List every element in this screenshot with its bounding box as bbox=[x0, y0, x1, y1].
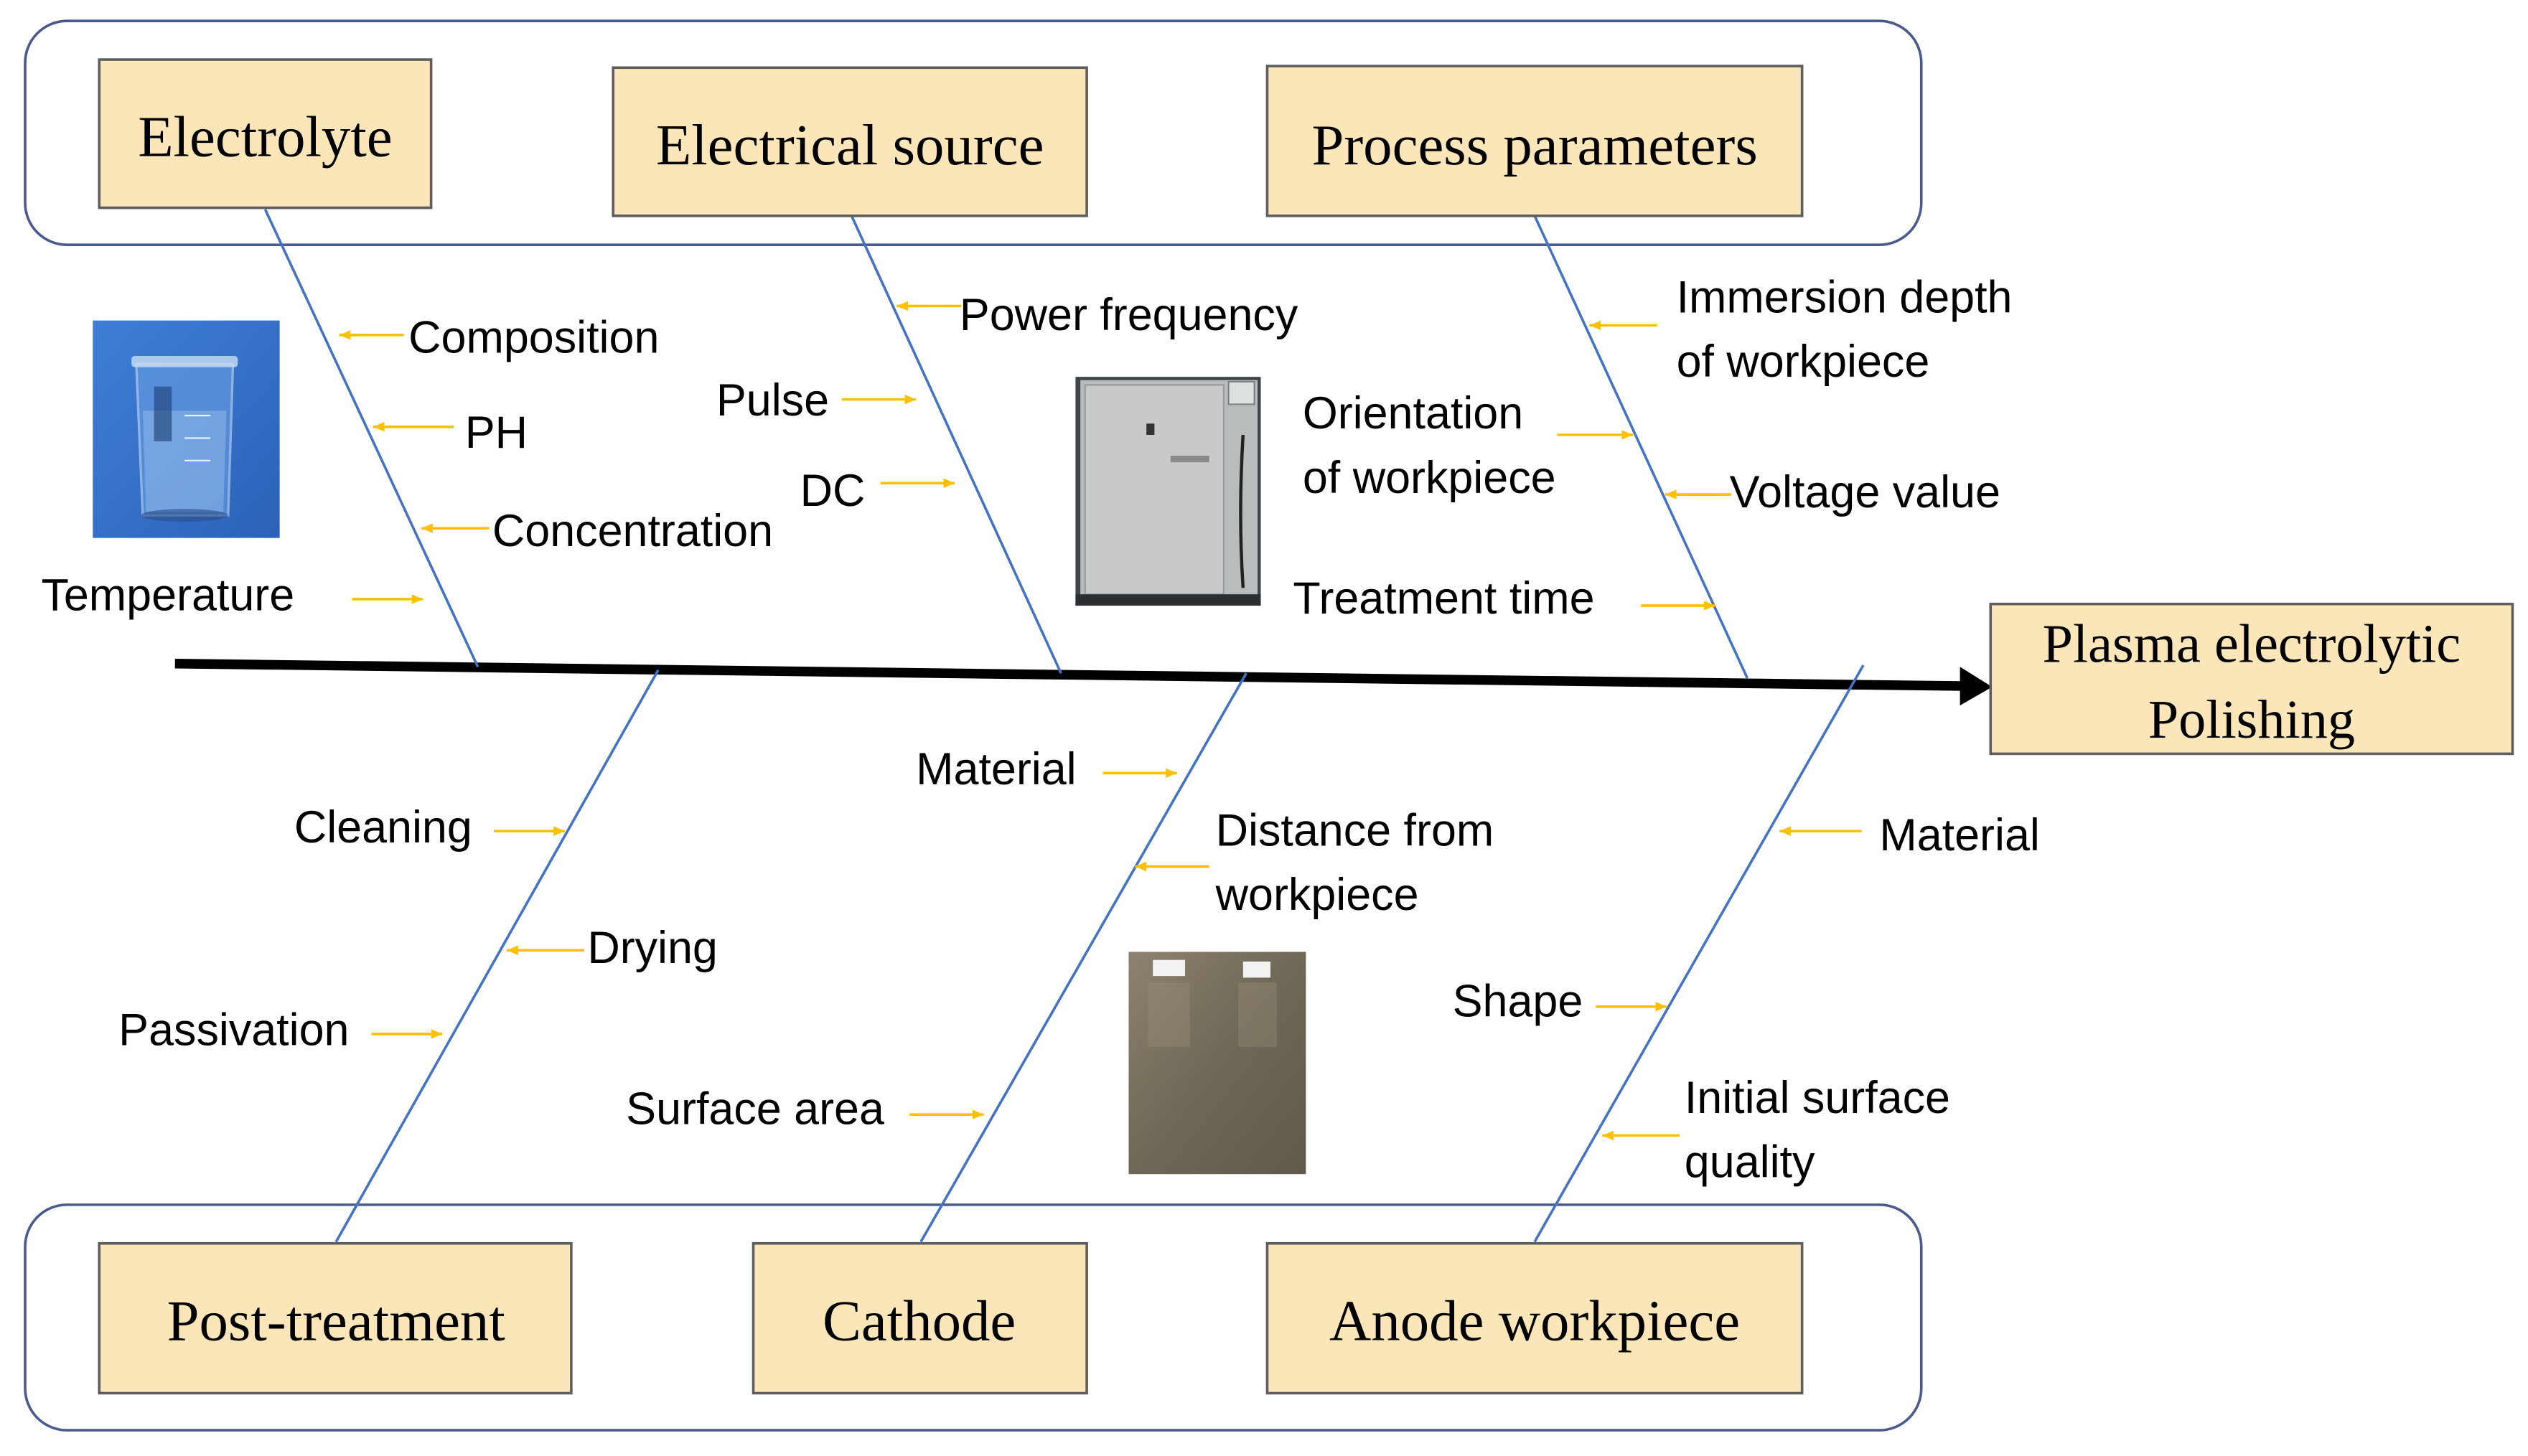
category-label: Process parameters bbox=[1311, 113, 1757, 177]
factor-composition: Composition bbox=[408, 313, 659, 363]
category-anode-workpiece: Anode workpiece bbox=[1265, 1241, 1804, 1395]
factor-treatment-time: Treatment time bbox=[1293, 573, 1594, 624]
factor-cleaning: Cleaning bbox=[294, 802, 472, 853]
category-label: Electrical source bbox=[656, 113, 1044, 177]
bone-electrolyte bbox=[263, 209, 479, 667]
factor-surface-area: Surface area bbox=[626, 1084, 884, 1135]
category-electrical-source: Electrical source bbox=[612, 66, 1088, 217]
factor-temperature: Temperature bbox=[41, 570, 294, 621]
factor-initial-quality-2: quality bbox=[1685, 1137, 1815, 1188]
factor-distance-2: workpiece bbox=[1215, 870, 1419, 920]
factor-cathode-material: Material bbox=[916, 744, 1076, 794]
effect-line-1: Plasma electrolytic bbox=[2043, 613, 2461, 674]
bone-cathode bbox=[919, 672, 1247, 1243]
category-label: Post-treatment bbox=[167, 1289, 505, 1353]
beaker-photo bbox=[93, 320, 280, 538]
category-label: Electrolyte bbox=[138, 105, 392, 169]
factor-anode-material: Material bbox=[1879, 810, 2039, 860]
category-label: Anode workpiece bbox=[1329, 1289, 1740, 1353]
category-cathode: Cathode bbox=[752, 1241, 1088, 1395]
factor-immersion-depth-2: of workpiece bbox=[1677, 337, 1930, 387]
power-supply-photo bbox=[1075, 377, 1261, 606]
category-post-treatment: Post-treatment bbox=[98, 1241, 573, 1395]
factor-labels: Composition PH Concentration Temperature… bbox=[41, 272, 2039, 1187]
top-group-outline bbox=[24, 19, 1923, 246]
category-electrolyte: Electrolyte bbox=[98, 58, 433, 210]
factor-pulse: Pulse bbox=[716, 375, 829, 426]
factor-orientation-1: Orientation bbox=[1303, 388, 1523, 438]
effect-line-2: Polishing bbox=[2148, 689, 2355, 750]
factor-distance-1: Distance from bbox=[1216, 805, 1494, 855]
bone-anode-workpiece bbox=[1533, 664, 1865, 1243]
factor-passivation: Passivation bbox=[118, 1005, 349, 1056]
factor-concentration: Concentration bbox=[492, 506, 773, 556]
bone-electrical-source bbox=[850, 215, 1062, 674]
factor-drying: Drying bbox=[587, 923, 718, 973]
factor-arrows bbox=[339, 301, 1862, 1141]
category-process-parameters: Process parameters bbox=[1265, 65, 1804, 217]
category-label: Cathode bbox=[823, 1289, 1016, 1353]
factor-voltage-value: Voltage value bbox=[1730, 467, 2000, 517]
factor-initial-quality-1: Initial surface bbox=[1685, 1073, 1950, 1123]
bottom-group-outline bbox=[24, 1203, 1923, 1432]
factor-immersion-depth-1: Immersion depth bbox=[1677, 272, 2013, 322]
bone-post-treatment bbox=[334, 669, 660, 1243]
bones bbox=[263, 209, 1865, 1243]
factor-dc: DC bbox=[800, 466, 866, 516]
factor-power-frequency: Power frequency bbox=[960, 290, 1298, 340]
cathode-plate-photo bbox=[1128, 952, 1306, 1175]
spine-arrow bbox=[174, 658, 1993, 706]
factor-shape: Shape bbox=[1453, 976, 1583, 1026]
factor-orientation-2: of workpiece bbox=[1303, 453, 1556, 503]
factor-ph: PH bbox=[465, 408, 528, 458]
effect-box: Plasma electrolytic Polishing bbox=[1989, 602, 2514, 756]
